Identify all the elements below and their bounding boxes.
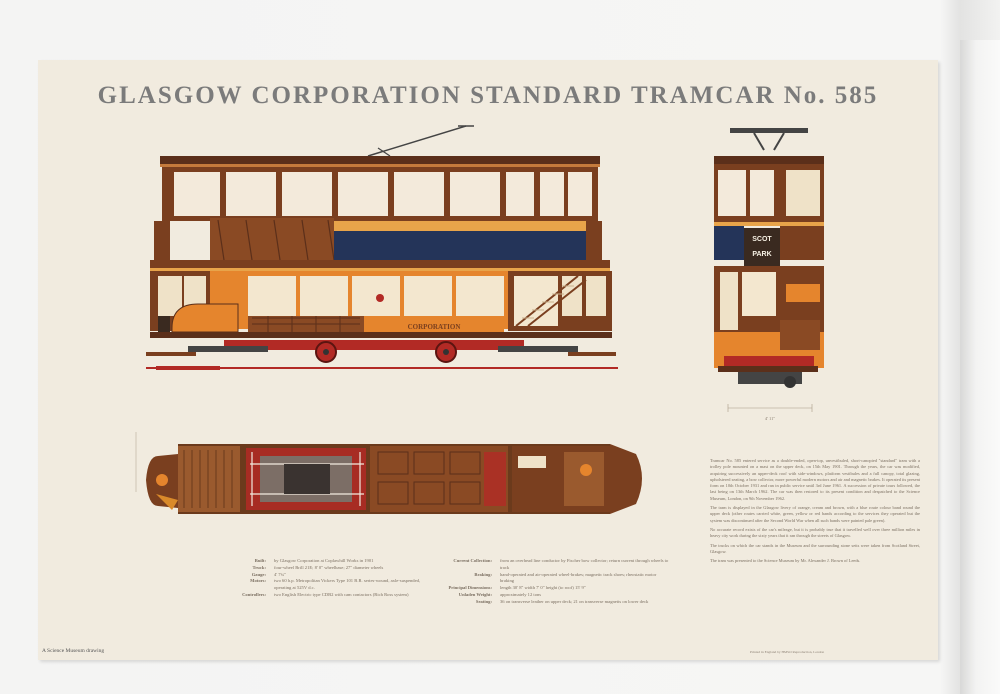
spec-value: two 60 h.p. Metropolitan Vickers Type 10… [274,578,421,591]
destination-line-1: SCOT [752,236,772,243]
spec-key: Current Collection: [453,558,492,563]
spec-key: Braking: [474,571,492,577]
poster-title: GLASGOW CORPORATION STANDARD TRAMCAR No.… [97,82,879,109]
end-elevation: SCOT PARK 4' 11" [714,128,824,421]
description-paragraph: The tram is displayed in the Glasgow liv… [710,505,920,523]
spec-row: Braking: hand-operated and air-operated w… [430,572,670,586]
spec-key: Unladen Weight: [458,591,492,597]
spec-row: Gauge: 4' 7¾" [218,572,428,579]
credit: A Science Museum drawing [42,648,105,654]
spec-value: by Glasgow Corporation at Coplawhill Wor… [274,558,374,563]
spec-key: Motors: [250,578,266,584]
spec-row: Built: by Glasgow Corporation at Coplawhi… [218,558,428,565]
specs-mid: Current Collection: from an overhead line… [430,558,670,606]
spec-row: Current Collection: from an overhead line… [430,558,670,572]
spec-value: 36 on transverse leather on upper deck; … [500,598,649,604]
plan-view [135,432,642,514]
spec-key: Built: [254,558,266,563]
spec-value: hand-operated and air-operated wheel-bra… [500,571,657,584]
side-lettering: CORPORATION [408,323,461,331]
spec-value: four-wheel Brill 21E; 8' 0" wheelbase; 2… [274,564,384,570]
spec-key: Principal Dimensions: [448,585,492,591]
description-paragraph: No accurate record exists of the car's m… [710,526,920,539]
canvas-edge [960,40,1000,694]
spec-key: Seating: [475,598,492,604]
tram-drawings: CORPORATION [135,125,824,514]
spec-value: from an overhead line conductor by Fisch… [500,558,669,570]
spec-value: length 30' 8" width 7' 0" height (to roo… [500,585,586,591]
spec-row: Motors: two 60 h.p. Metropolitan Vickers … [218,578,428,592]
spec-row: Truck: four-wheel Brill 21E; 8' 0" wheelb… [218,565,428,572]
spec-value: approximately 12 tons [500,591,542,597]
side-elevation: CORPORATION [146,125,618,370]
description-paragraph: The tram was presented to the Science Mu… [710,558,861,564]
printer-note: Printed in England by HMSO Reproduction,… [750,650,825,654]
end-dimension: 4' 11" [765,416,776,421]
spec-row: Unladen Weight: approximately 12 tons [430,592,670,599]
spec-row: Controllers: two English Electric type CD… [218,592,428,599]
description-paragraph: The trucks on which the car stands in th… [710,542,920,554]
spec-key: Controllers: [242,591,266,597]
description-paragraph: Tramcar No. 585 entered service as a dou… [710,458,920,501]
poster: GLASGOW CORPORATION STANDARD TRAMCAR No.… [38,60,938,660]
spec-row: Principal Dimensions: length 30' 8" width… [430,585,670,592]
spec-value: 4' 7¾" [274,571,286,577]
specs-left: Built: by Glasgow Corporation at Coplawhi… [218,558,428,599]
description: Tramcar No. 585 entered service as a dou… [710,458,920,567]
spec-key: Gauge: [251,571,266,577]
spec-key: Truck: [252,564,266,570]
spec-row: Seating: 36 on transverse leather on uppe… [430,599,670,606]
destination-line-2: PARK [752,251,771,258]
spec-value: two English Electric type CDB2 with cam … [274,591,409,597]
